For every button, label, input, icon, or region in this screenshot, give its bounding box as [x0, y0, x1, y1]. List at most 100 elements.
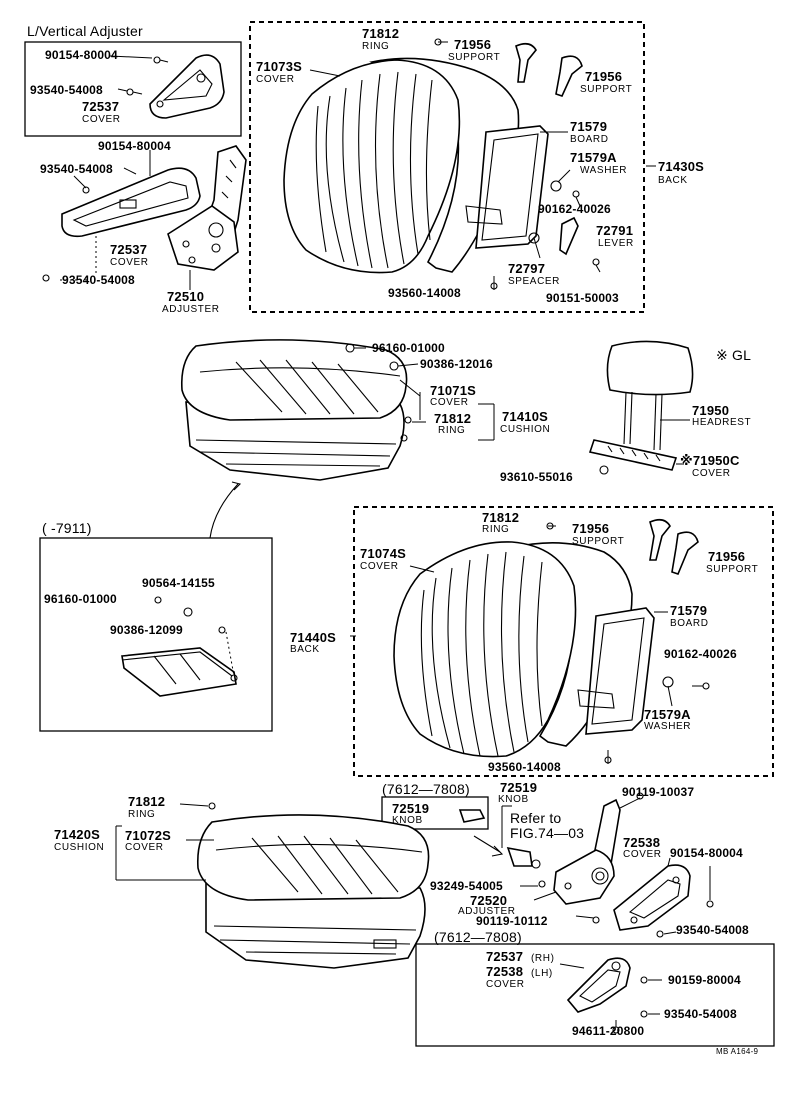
date-range-knob: (7612—7808)	[382, 781, 470, 797]
label-71950c: ※71950C	[680, 453, 740, 468]
label-72791: 72791	[596, 223, 634, 238]
name-cover-b: COVER	[110, 257, 149, 268]
label-71812-b: 71812	[434, 411, 472, 426]
label-71579a-a: 71579A	[570, 150, 617, 165]
name-ring-d: RING	[128, 809, 156, 820]
name-speacer: SPEACER	[508, 276, 560, 287]
label-90162-40026-b: 90162-40026	[664, 647, 737, 661]
name-knob-a: KNOB	[498, 794, 529, 805]
refer-fig-link[interactable]: FIG.74—03	[510, 825, 585, 841]
label-71579-a: 71579	[570, 119, 608, 134]
lower-back-leaders	[350, 525, 673, 707]
name-cushion-b: CUSHION	[54, 842, 105, 853]
name-ring-c: RING	[482, 524, 510, 535]
date-range-adjuster: (7612—7808)	[434, 929, 522, 945]
name-cover-f: COVER	[360, 561, 399, 572]
label-93560-14008-b: 93560-14008	[488, 760, 561, 774]
label-71074s: 71074S	[360, 546, 407, 561]
label-93610-55016: 93610-55016	[500, 470, 573, 484]
name-knob-b: KNOB	[392, 815, 423, 826]
label-71071s: 71071S	[430, 383, 477, 398]
middle-cushion-leaders	[354, 347, 495, 441]
label-72520: 72520	[470, 893, 508, 908]
name-adjuster-b: ADJUSTER	[458, 906, 516, 917]
label-71956-d: 71956	[708, 549, 746, 564]
upper-back-leaders	[309, 41, 656, 259]
label-90119-10112: 90119-10112	[476, 914, 548, 928]
name-adjuster-a: ADJUSTER	[162, 304, 220, 315]
name-cover-d: COVER	[430, 397, 469, 408]
label-71073s: 71073S	[256, 59, 303, 74]
label-90154-80004-a: 90154-80004	[45, 48, 118, 62]
lower-cushion-leaders	[115, 803, 214, 881]
refer-to-text: Refer to	[510, 810, 562, 826]
name-cover-e: COVER	[692, 468, 731, 479]
label-90154-80004-c: 90154-80004	[670, 846, 743, 860]
label-72519-a: 72519	[500, 780, 538, 795]
gl-marker: ※ GL	[716, 347, 752, 363]
vertical-adjuster-title: L/Vertical Adjuster	[27, 23, 143, 39]
label-90564-14155: 90564-14155	[142, 576, 215, 590]
vertical-adjuster-box	[24, 41, 242, 137]
adjuster-leaders	[42, 150, 191, 290]
label-71579-b: 71579	[670, 603, 708, 618]
label-71950: 71950	[692, 403, 730, 418]
label-71420s: 71420S	[54, 827, 101, 842]
label-71812-a: 71812	[362, 26, 400, 41]
name-lever: LEVER	[598, 238, 634, 249]
adjuster-cover-small	[149, 54, 225, 119]
seat-cushion-lower	[196, 802, 430, 969]
label-71579a-b: 71579A	[644, 707, 691, 722]
name-support-c: SUPPORT	[572, 536, 625, 547]
label-71430s: 71430S	[658, 159, 705, 174]
seat-back-upper	[283, 38, 601, 290]
label-93560-14008-a: 93560-14008	[388, 286, 461, 300]
label-72537-c: 72537	[486, 949, 524, 964]
label-90154-80004-b: 90154-80004	[98, 139, 171, 153]
adjuster-lower	[458, 792, 714, 938]
label-71812-c: 71812	[482, 510, 520, 525]
label-71440s: 71440S	[290, 630, 337, 645]
name-board-b: BOARD	[670, 618, 709, 629]
headrest	[588, 340, 694, 475]
name-board-a: BOARD	[570, 134, 609, 145]
label-72537-b: 72537	[110, 242, 148, 257]
name-cover-h: COVER	[623, 849, 662, 860]
name-ring-b: RING	[438, 425, 466, 436]
label-93540-54008-a: 93540-54008	[30, 83, 103, 97]
date-range-early: ( -7911)	[42, 520, 92, 536]
early-model-cushion	[121, 481, 242, 697]
label-90159-80004: 90159-80004	[668, 973, 741, 987]
label-72797: 72797	[508, 261, 546, 276]
label-72538-b: 72538	[486, 964, 524, 979]
label-93540-54008-d: 93540-54008	[676, 923, 749, 937]
cover-detail	[559, 957, 662, 1034]
name-cover-c: COVER	[256, 74, 295, 85]
adjuster-mechanism	[61, 145, 247, 271]
early-model-box	[39, 537, 273, 732]
name-rh: (RH)	[531, 953, 555, 964]
name-ring-a: RING	[362, 41, 390, 52]
name-back-b: BACK	[290, 644, 320, 655]
label-93540-54008-b: 93540-54008	[40, 162, 113, 176]
label-71812-d: 71812	[128, 794, 166, 809]
label-72538-a: 72538	[623, 835, 661, 850]
label-93540-54008-e: 93540-54008	[664, 1007, 737, 1021]
seat-cushion-middle	[180, 339, 412, 481]
back-assembly-lower-frame	[353, 506, 774, 777]
name-support-a: SUPPORT	[448, 52, 501, 63]
name-cover-g: COVER	[125, 842, 164, 853]
label-71956-c: 71956	[572, 521, 610, 536]
label-71956-a: 71956	[454, 37, 492, 52]
name-cushion-a: CUSHION	[500, 424, 551, 435]
label-71410s: 71410S	[502, 409, 549, 424]
screws-small-box	[109, 55, 169, 96]
name-lh: (LH)	[531, 968, 553, 979]
knob-detail-box	[381, 796, 489, 830]
name-washer-a: WASHER	[580, 165, 628, 176]
cover-detail-box	[415, 943, 775, 1047]
name-cover-a: COVER	[82, 114, 121, 125]
name-headrest: HEADREST	[692, 417, 752, 428]
